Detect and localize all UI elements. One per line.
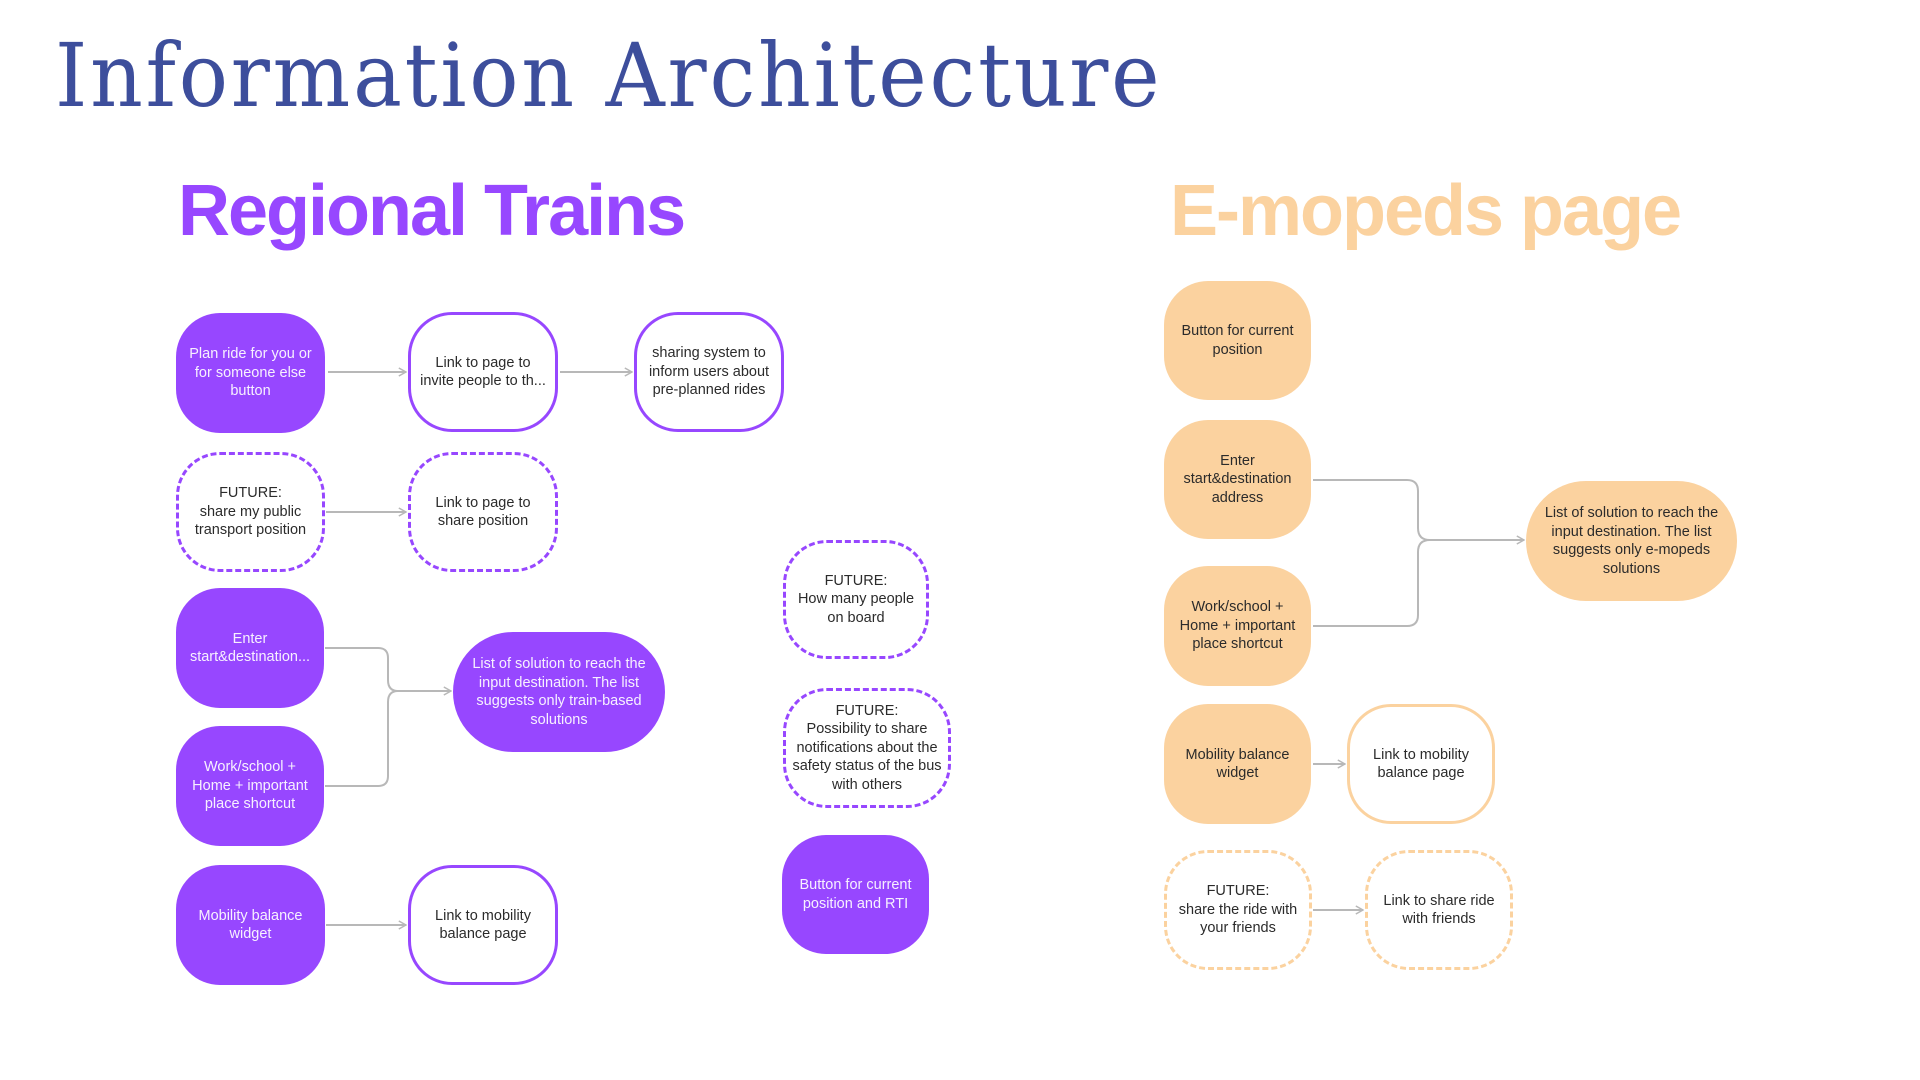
node-enter-start-destination: Enter start&destination...	[176, 588, 324, 708]
regional-trains-heading: Regional Trains	[178, 171, 686, 251]
connector-em-enter-to-list	[1313, 479, 1524, 540]
node-em-link-share-ride: Link to share ride with friends	[1365, 850, 1513, 970]
node-button-position-rti: Button for current position and RTI	[782, 835, 929, 954]
connector-em-work-to-list	[1313, 539, 1431, 627]
node-em-future-share-ride: FUTURE: share the ride with your friends	[1164, 850, 1312, 970]
node-list-train-solutions: List of solution to reach the input dest…	[453, 632, 665, 752]
node-future-people-on-board: FUTURE: How many people on board	[783, 540, 929, 659]
node-link-mobility-balance: Link to mobility balance page	[408, 865, 558, 985]
connector-enter-to-list	[325, 647, 451, 691]
node-future-share-position: FUTURE: share my public transport positi…	[176, 452, 325, 572]
page-title: Information Architecture	[55, 24, 1163, 127]
node-plan-ride-button: Plan ride for you or for someone else bu…	[176, 313, 325, 433]
node-em-mobility-balance-widget: Mobility balance widget	[1164, 704, 1311, 824]
node-sharing-system: sharing system to inform users about pre…	[634, 312, 784, 432]
node-em-link-mobility-balance: Link to mobility balance page	[1347, 704, 1495, 824]
node-em-list-emoped-solutions: List of solution to reach the input dest…	[1526, 481, 1737, 601]
emopeds-heading: E-mopeds page	[1170, 171, 1682, 251]
connector-work-to-list	[325, 690, 399, 787]
node-mobility-balance-widget: Mobility balance widget	[176, 865, 325, 985]
node-em-enter-start-destination: Enter start&destination address	[1164, 420, 1311, 539]
node-work-school-shortcut: Work/school + Home + important place sho…	[176, 726, 324, 846]
node-future-safety-status: FUTURE: Possibility to share notificatio…	[783, 688, 951, 808]
node-em-button-current-position: Button for current position	[1164, 281, 1311, 400]
node-link-share-position: Link to page to share position	[408, 452, 558, 572]
node-em-work-school-shortcut: Work/school + Home + important place sho…	[1164, 566, 1311, 686]
node-link-invite: Link to page to invite people to th...	[408, 312, 558, 432]
